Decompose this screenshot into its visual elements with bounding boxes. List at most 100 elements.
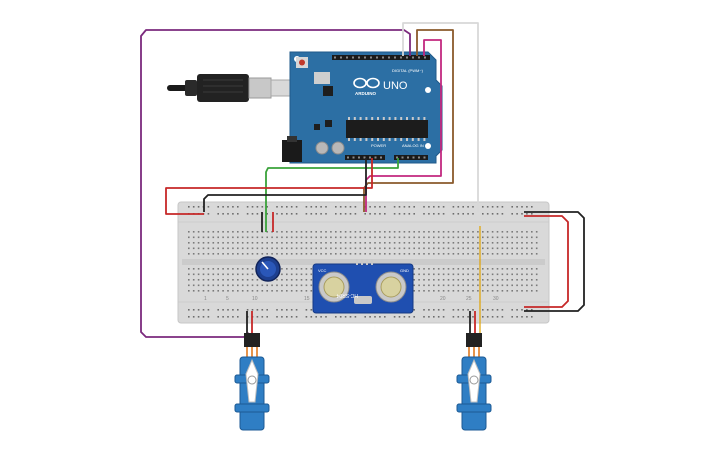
terminal-hole [339,231,342,233]
terminal-hole [212,268,215,270]
terminal-hole [393,247,396,250]
rail-hole [344,316,347,318]
ultrasonic-sensor[interactable]: HC-SR04 VCC GND [312,259,414,314]
wire-green[interactable] [265,158,399,232]
terminal-hole [403,253,406,255]
terminal-hole [418,253,420,255]
wire-black-gnd[interactable] [203,158,367,212]
col-number-25: 25 [466,296,472,302]
terminal-hole [192,253,195,255]
sensor-pin-label-vcc: VCC [318,268,327,273]
terminal-hole [384,247,386,250]
rail-hole [266,309,268,311]
terminal-hole [516,247,518,250]
rail-hole [491,309,494,311]
terminal-hole [526,247,528,250]
terminal-hole [330,231,332,233]
rail-hole [472,316,474,318]
servo-left[interactable] [234,333,270,431]
terminal-hole [241,247,244,250]
terminal-hole [305,290,308,292]
arduino-uno[interactable]: ARDUINO UNO DIGITAL (PWM~) POWER ANALOG … [282,51,443,164]
rail-hole [423,213,425,215]
col-number-15: 15 [304,296,310,302]
terminal-hole [413,273,415,276]
rail-hole [192,309,195,311]
terminal-hole [325,253,327,255]
terminal-hole [486,236,489,239]
rail-hole [222,213,224,215]
rail-hole [281,213,283,215]
terminal-hole [222,273,224,276]
terminal-hole [222,247,224,250]
servo-right[interactable] [456,333,492,431]
rail-hole [286,206,288,208]
terminal-hole [442,242,445,244]
chip-leg [359,117,362,120]
terminal-hole [442,236,445,239]
digital-header[interactable] [332,55,430,60]
terminal-hole [237,242,239,244]
analog-header[interactable] [394,155,428,160]
terminal-hole [506,279,509,281]
terminal-hole [207,247,210,250]
header-pin [418,156,420,159]
terminal-hole [511,284,513,287]
terminal-hole [447,236,450,239]
wire-rail-black[interactable] [524,211,585,312]
breadboard[interactable]: 1 5 10 15 20 25 30 [177,201,550,324]
rail-hole [295,213,298,215]
sensor-pin [356,259,358,265]
power-jack[interactable] [282,140,302,162]
terminal-hole [320,247,322,250]
rail-hole [437,206,440,208]
terminal-hole [305,284,308,287]
terminal-hole [423,279,425,281]
terminal-hole [477,253,479,255]
terminal-hole [398,236,401,239]
terminal-hole [335,242,337,244]
rail-hole [305,309,308,311]
terminal-hole [506,247,509,250]
rail-hole [501,213,504,215]
rail-hole [486,309,489,311]
terminal-hole [384,253,386,255]
rail-hole [393,206,396,208]
wire-rail-red[interactable] [524,215,569,308]
terminal-hole [300,247,303,250]
terminal-hole [232,253,234,255]
terminal-hole [477,242,479,244]
terminal-hole [472,253,474,255]
wire-white[interactable] [402,22,479,212]
wires[interactable] [140,22,585,338]
terminal-hole [320,236,322,239]
terminal-hole [310,284,313,287]
terminal-hole [202,253,205,255]
terminal-hole [433,231,435,233]
rail-hole [403,213,406,215]
rail-hole [496,316,499,318]
rail-hole [501,206,504,208]
terminal-hole [418,247,420,250]
sensor-pins [356,259,373,265]
terminal-hole [467,290,469,292]
rail-hole [290,309,293,311]
terminal-hole [212,253,215,255]
wire-red-5v[interactable] [165,158,373,215]
terminal-hole [384,231,386,233]
terminal-hole [447,279,450,281]
terminal-hole [335,231,337,233]
terminal-hole [433,284,435,287]
usb-cable[interactable] [167,74,292,102]
terminal-hole [437,290,440,292]
rail-hole [310,316,313,318]
rail-hole [491,213,494,215]
column-numbers: 1 5 10 15 20 25 30 [204,296,499,302]
terminal-hole [418,236,420,239]
potentiometer[interactable] [255,256,281,282]
rail-hole [413,316,415,318]
rail-hole [290,316,293,318]
wire-purple[interactable] [140,29,411,338]
terminal-hole [246,236,249,239]
